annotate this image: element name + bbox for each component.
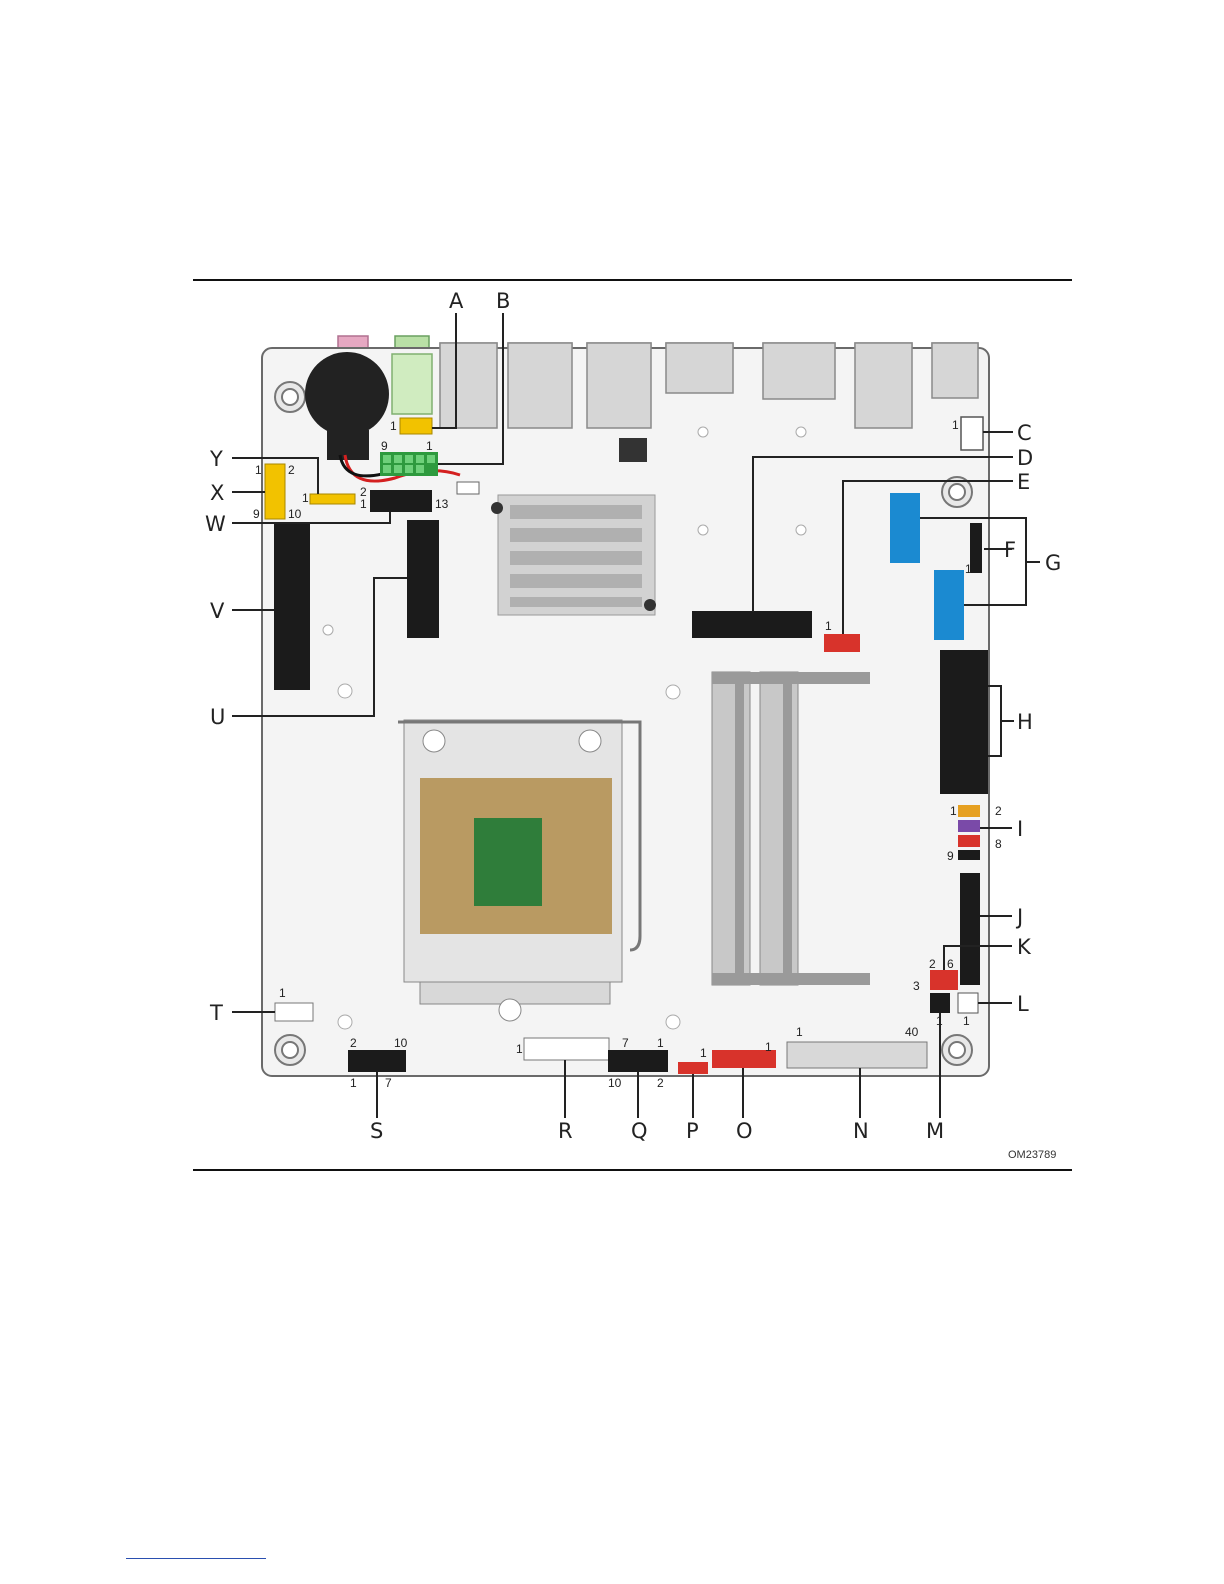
connector-g1 [890, 493, 920, 563]
callout-y: Y [209, 447, 223, 471]
pin-t-1: 1 [279, 986, 286, 1000]
pin-x-10: 10 [288, 507, 302, 521]
pin-w-13: 13 [435, 497, 449, 511]
pin-e-1: 1 [825, 619, 832, 633]
pin-c-1: 1 [952, 418, 959, 432]
pin-p-1: 1 [700, 1046, 707, 1060]
header-e [824, 634, 860, 652]
connector-c [961, 417, 983, 450]
callout-p: P [686, 1119, 699, 1143]
pin-s-1: 1 [350, 1076, 357, 1090]
cpu-socket [398, 720, 640, 1021]
pin-y-1: 1 [302, 491, 309, 505]
pin-n-1: 1 [796, 1025, 803, 1039]
pin-n-40: 40 [905, 1025, 919, 1039]
pin-r-1: 1 [516, 1042, 523, 1056]
pin-w-1: 1 [360, 497, 367, 511]
header-p [678, 1062, 708, 1074]
callout-c: C [1017, 421, 1032, 445]
callout-a: A [449, 289, 464, 313]
header-w [370, 490, 432, 512]
heatsink [491, 495, 656, 615]
pcie-slot-v [274, 523, 310, 690]
callout-l: L [1017, 992, 1029, 1016]
callout-i: I [1017, 817, 1023, 841]
pin-i-9: 9 [947, 849, 954, 863]
header-a [400, 418, 432, 434]
callout-h: H [1017, 710, 1033, 734]
connector-n [787, 1042, 927, 1068]
callout-s: S [370, 1119, 383, 1143]
callout-f: F [1004, 538, 1016, 562]
callout-k: K [1017, 935, 1032, 959]
small-header-rear [619, 438, 647, 462]
callout-d: D [1017, 446, 1033, 470]
callout-x: X [210, 481, 224, 505]
header-s [348, 1050, 406, 1072]
pin-i-8: 8 [995, 837, 1002, 851]
pin-s-2: 2 [350, 1036, 357, 1050]
callout-u: U [210, 705, 225, 729]
pin-l-1: 1 [963, 1014, 970, 1028]
callout-m: M [926, 1119, 944, 1143]
header-t [275, 1003, 313, 1021]
pin-i-2: 2 [995, 804, 1002, 818]
connector-g2 [934, 570, 964, 640]
pin-x-9: 9 [253, 507, 260, 521]
connector-l [958, 993, 978, 1013]
pin-k-6: 6 [947, 957, 954, 971]
connector-m [930, 993, 950, 1013]
callout-j: J [1015, 905, 1023, 929]
sata-h-top [940, 650, 988, 722]
header-k [930, 970, 958, 990]
callout-v: V [210, 599, 225, 623]
pin-a-1: 1 [390, 419, 397, 433]
header-f [970, 523, 982, 573]
callout-w: W [205, 512, 226, 536]
footer-link-underline [126, 1558, 266, 1559]
m2-slot-u [407, 520, 439, 638]
sata-h-bottom [940, 722, 988, 794]
pin-q-7: 7 [622, 1036, 629, 1050]
callout-t: T [209, 1001, 223, 1025]
header-q [608, 1050, 668, 1072]
pin-b-1: 1 [426, 439, 433, 453]
pin-f-1: 1 [965, 562, 972, 576]
callout-n: N [853, 1119, 869, 1143]
connector-j [960, 873, 980, 985]
pin-o-1: 1 [765, 1040, 772, 1054]
figure-id: OM23789 [1008, 1149, 1056, 1161]
pin-s-7: 7 [385, 1076, 392, 1090]
pin-s-10: 10 [394, 1036, 408, 1050]
callout-q: Q [631, 1119, 648, 1143]
callout-r: R [558, 1119, 573, 1143]
callout-g: G [1045, 551, 1061, 575]
pin-q-2: 2 [657, 1076, 664, 1090]
pin-q-10: 10 [608, 1076, 622, 1090]
pin-k-3: 3 [913, 979, 920, 993]
callout-o: O [736, 1119, 753, 1143]
callout-e: E [1017, 470, 1030, 494]
pin-b-9: 9 [381, 439, 388, 453]
pin-k-2: 2 [929, 957, 936, 971]
m2-slot-d [692, 611, 812, 638]
pin-q-1: 1 [657, 1036, 664, 1050]
callout-b: B [496, 289, 510, 313]
pin-x-1: 1 [255, 463, 262, 477]
pin-x-2: 2 [288, 463, 295, 477]
pin-m-1: 1 [936, 1014, 943, 1028]
connector-r [524, 1038, 609, 1060]
header-x [265, 464, 285, 519]
pin-i-1: 1 [950, 804, 957, 818]
header-y [310, 494, 355, 504]
